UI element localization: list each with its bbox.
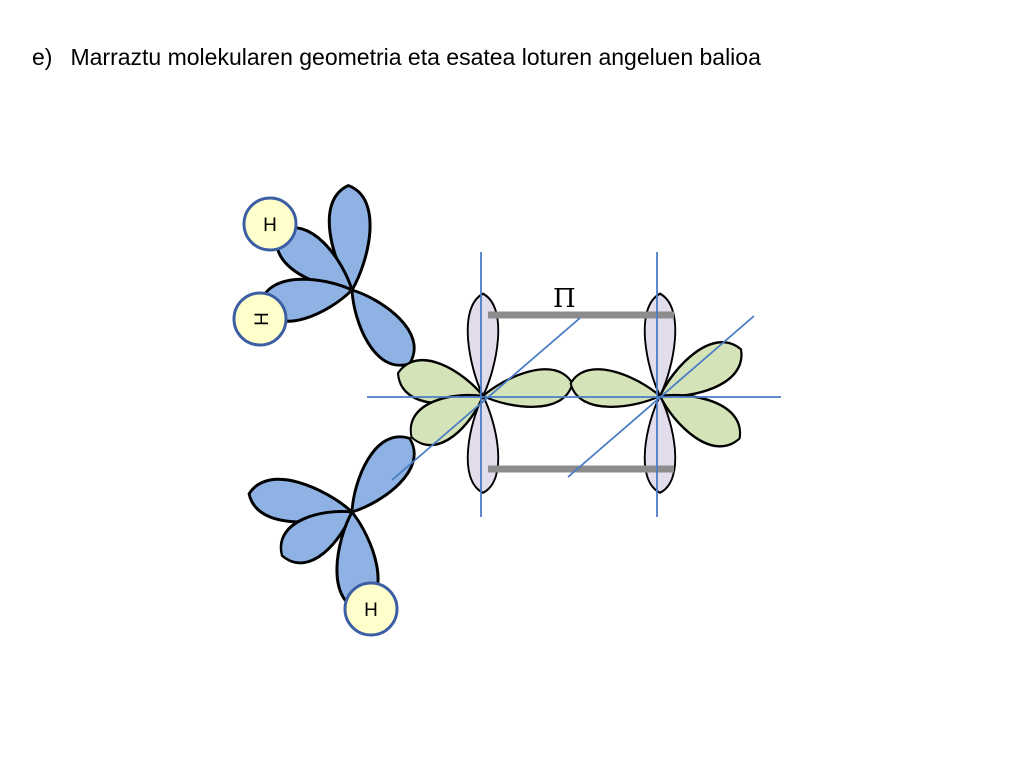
lower-left-blue-lobes xyxy=(244,424,428,614)
question: e) Marraztu molekularen geometria eta es… xyxy=(32,44,761,71)
hydrogen-label: H xyxy=(263,215,277,236)
hydrogen-circle xyxy=(343,581,399,637)
hydrogen-circle xyxy=(232,291,288,347)
axis-diagonal-right xyxy=(567,315,755,478)
hydrogen-label: H xyxy=(364,600,378,621)
axis-diagonal-left xyxy=(391,317,581,481)
hydrogen-atom-bottom: H xyxy=(343,581,399,637)
hydrogen-atom-top: H xyxy=(242,196,298,252)
question-text: Marraztu molekularen geometria eta esate… xyxy=(70,44,761,70)
pz-left-up xyxy=(466,292,500,398)
hydrogen-label: H xyxy=(250,312,271,326)
pi-label: Π xyxy=(553,284,576,314)
hydrogen-atom-middle: H xyxy=(232,291,288,347)
question-marker: e) xyxy=(32,44,53,70)
axes xyxy=(367,252,781,517)
hydrogen-circle xyxy=(242,196,298,252)
lobe-left-carbon-right xyxy=(479,364,576,416)
